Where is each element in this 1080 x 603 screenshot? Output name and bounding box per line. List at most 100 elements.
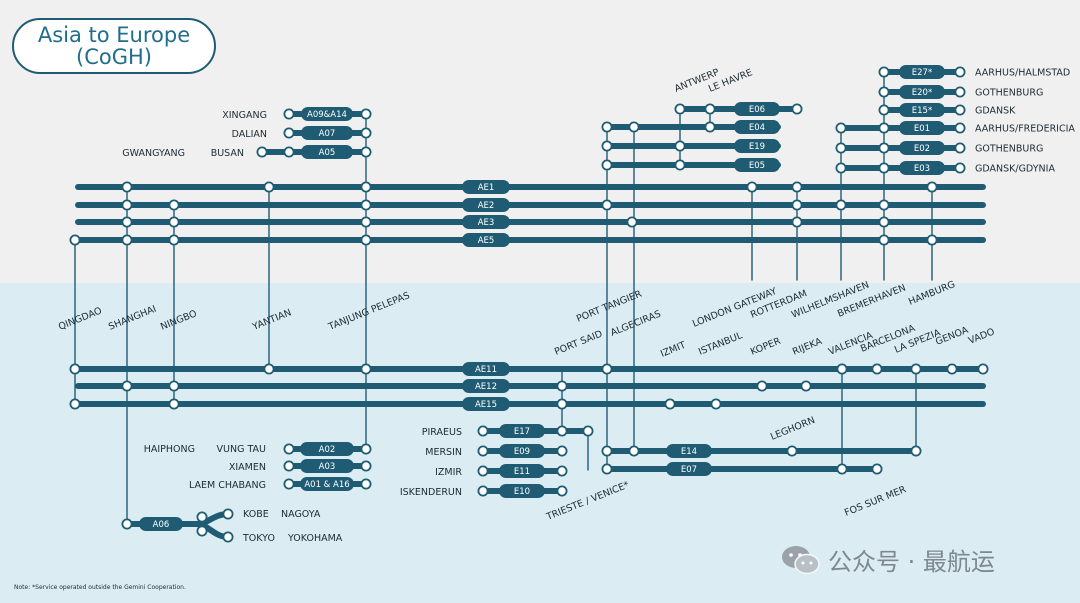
port-node [704,103,716,115]
port-node [556,380,568,392]
port-node [360,234,372,246]
port-node [977,363,989,375]
feeder-e04-pill [734,120,780,134]
port-vung-tau: VUNG TAU [217,444,267,455]
footnote: Note: *Service operated outside the Gemi… [14,584,186,591]
port-node [168,199,180,211]
feeder-e03-label: E03 [914,164,930,174]
feeder-e19-label: E19 [749,142,765,152]
port-node [954,86,966,98]
port-node [360,127,372,139]
port-node [256,146,268,158]
port-node [601,121,613,133]
feeder-a05-pill [301,145,353,159]
port-node [878,162,890,174]
port-node [360,363,372,375]
feeder-e03-pill [899,161,945,175]
feeder-e11-label: E11 [514,467,530,477]
port-qingdao: QINGDAO [57,305,104,332]
feeder-e02-pill [899,141,945,155]
feeder-e05-label: E05 [749,161,765,171]
port-node [222,531,234,543]
port-mersin: MERSIN [425,447,462,458]
feeder-e09-label: E09 [514,447,530,457]
feeder-e11-pill [499,464,545,478]
feeder-e20-label: E20* [912,88,932,98]
feeder-e14-pill [666,444,712,458]
wechat-icon [782,545,820,574]
port-vado: VADO [967,326,996,346]
port-node [601,140,613,152]
feeder-e19-pill [734,139,780,153]
port-node [477,485,489,497]
port-node [283,443,295,455]
feeder-a03-label: A03 [319,462,336,472]
port-dalian: DALIAN [232,129,267,140]
feeder-e01-pill [899,121,945,135]
port-node [910,445,922,457]
port-node [360,108,372,120]
port-nordic: GOTHENBURG [975,144,1043,155]
feeder-e09-pill [499,444,545,458]
service-ae1-pill [462,180,510,194]
port-node [628,121,640,133]
feeder-e04-label: E04 [749,123,765,133]
port-haiphong: HAIPHONG [144,444,195,455]
port-node [360,478,372,490]
feeder-a06-label: A06 [153,520,170,530]
service-ae2-pill [462,198,510,212]
port-node [954,162,966,174]
port-node [121,199,133,211]
feeder-e20-pill [899,85,945,99]
port-node [674,159,686,171]
port-node [69,363,81,375]
port-laem-chabang: LAEM CHABANG [189,480,266,491]
port-node [283,146,295,158]
port-node [121,216,133,228]
port-shanghai: SHANGHAI [107,304,158,333]
port-node [263,181,275,193]
feeder-e17-label: E17 [514,427,530,437]
feeder-e10-label: E10 [514,487,530,497]
service-ae5-label: AE5 [478,236,495,246]
port-hamburg: HAMBURG [907,279,957,308]
feeder-e07-label: E07 [681,465,697,475]
port-node [360,181,372,193]
port-nordic: GOTHENBURG [975,88,1043,99]
service-ae15-label: AE15 [475,400,497,410]
port-node [871,463,883,475]
port-node [674,140,686,152]
port-kobe: KOBE [243,509,269,520]
port-node [556,425,568,437]
port-rijeka: RIJEKA [791,336,824,358]
service-ae11-label: AE11 [475,365,497,375]
port-node [836,463,848,475]
port-node [360,216,372,228]
port-fos-sur-mer: FOS SUR MER [843,484,908,519]
port-node [704,121,716,133]
bottom-background [0,283,1080,603]
port-node [835,142,847,154]
feeder-a09a14-pill [301,107,353,121]
port-piraeus: PIRAEUS [422,427,462,438]
port-node [626,216,638,228]
port-nordic: AARHUS/HALMSTAD [975,68,1070,79]
title-line-1: Asia to Europe [37,23,191,47]
port-node [878,142,890,154]
port-node [196,525,208,537]
port-node [791,181,803,193]
service-ae11-pill [462,362,510,376]
watermark: 公众号 · 最航运 [780,542,995,577]
port-istanbul: ISTANBUL [697,330,745,358]
port-busan: BUSAN [211,148,244,159]
feeder-e01-label: E01 [914,124,930,134]
port-node [878,216,890,228]
port-yantian: YANTIAN [250,307,293,333]
port-node [835,162,847,174]
port-node [556,445,568,457]
feeder-a01a16-label: A01 & A16 [304,480,349,490]
port-nagoya: NAGOYA [281,509,321,520]
feeder-a06-pill [139,517,183,531]
